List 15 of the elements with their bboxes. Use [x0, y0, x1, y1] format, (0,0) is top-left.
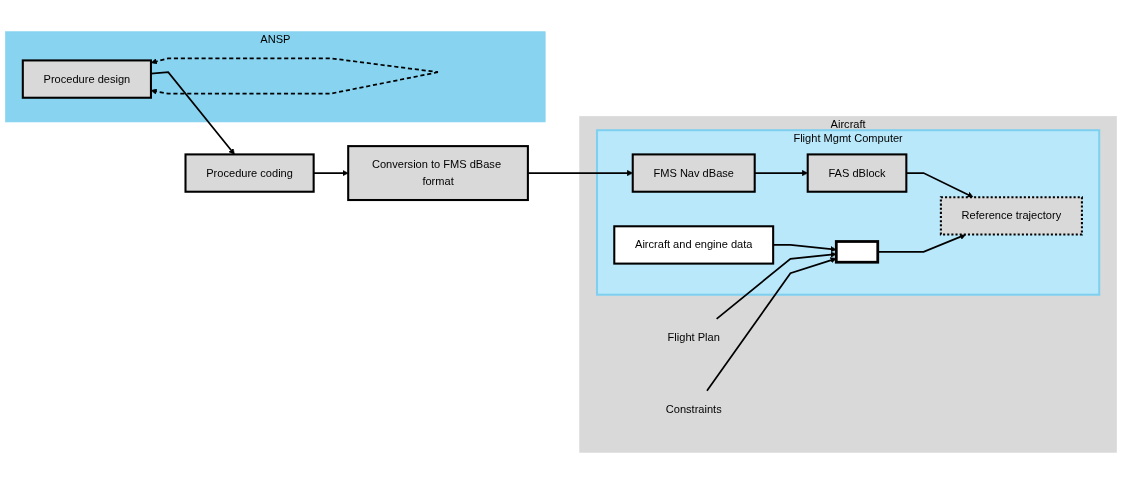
arrow: [527, 170, 633, 177]
node-box: Procedure coding: [184, 153, 315, 193]
arrow: [715, 251, 837, 320]
node-box: Reference trajectory: [939, 196, 1083, 236]
node-box: FMS Nav dBase: [631, 153, 756, 193]
node-box: Procedure design: [21, 59, 152, 99]
node-box: [834, 240, 880, 264]
node-text: Constraints: [665, 403, 722, 415]
arrow: [150, 57, 439, 95]
node-box: FAS dBlock: [806, 153, 908, 193]
node-text: Flight Plan: [667, 331, 720, 344]
node-box: Conversion to FMS dBase format: [347, 145, 529, 202]
node-box: Aircraft and engine data: [613, 225, 775, 265]
arrow: [706, 257, 837, 392]
arrow: [150, 71, 235, 155]
